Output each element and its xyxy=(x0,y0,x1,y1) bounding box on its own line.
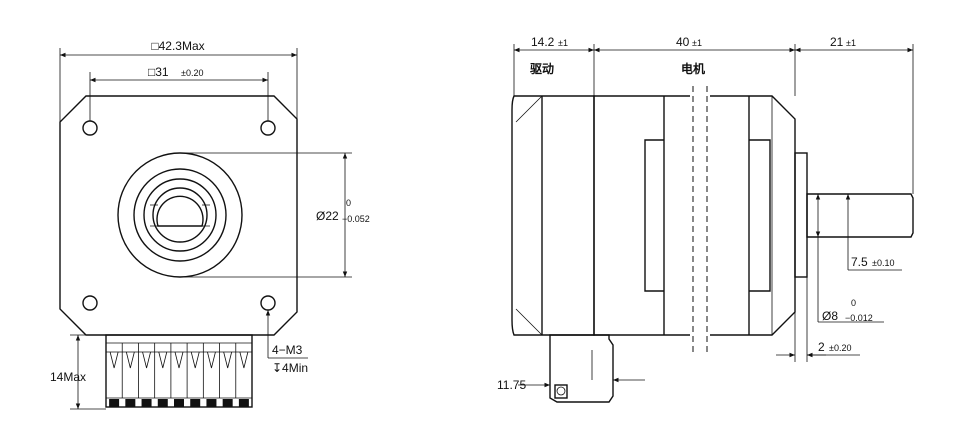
front-boss xyxy=(794,152,808,278)
dim-driver-length-tol: ±1 xyxy=(558,38,568,48)
connector-pin xyxy=(238,399,249,407)
connector-pin xyxy=(206,399,217,407)
dim-driver-length: 14.2 xyxy=(531,35,555,49)
connector-pin xyxy=(222,399,233,407)
driver-body xyxy=(511,95,595,336)
bearing-inner xyxy=(152,187,208,243)
mounting-hole-top-right xyxy=(260,120,276,136)
dim-boss-tol-lower: −0.052 xyxy=(342,214,370,224)
front-view: □42.3Max □31 ±0.20 Ø22 0 −0.052 4−M3 ↧4M… xyxy=(50,39,370,410)
dim-thread-depth: ↧4Min xyxy=(272,361,308,375)
dim-shaft-tol-lower: −0.012 xyxy=(845,313,873,323)
boss-inner xyxy=(133,168,227,262)
connector-pin-mark xyxy=(109,351,119,369)
dim-boss-height-tol: ±0.20 xyxy=(829,343,851,353)
dim-boss-tol-upper: 0 xyxy=(346,198,351,208)
mounting-hole-bottom-right xyxy=(260,295,276,311)
label-driver: 驱动 xyxy=(530,62,554,76)
dim-motor-length: 40 xyxy=(676,35,690,49)
connector-pin-mark xyxy=(125,351,135,369)
connector xyxy=(105,334,253,408)
dim-shaft-length-tol: ±1 xyxy=(846,38,856,48)
mounting-hole-top-left xyxy=(82,120,98,136)
connector-pin-mark xyxy=(142,351,151,369)
label-motor: 电机 xyxy=(681,61,705,76)
boss-outer xyxy=(117,152,243,278)
connector-pin xyxy=(141,399,152,407)
bearing-ring xyxy=(143,178,217,252)
dim-hole-spacing: □31 xyxy=(148,65,169,79)
dim-shaft-diameter: Ø8 xyxy=(822,309,838,323)
shaft-end xyxy=(156,195,204,227)
output-shaft xyxy=(806,193,914,238)
dim-boss-height: 2 xyxy=(818,340,825,354)
side-connector xyxy=(549,334,614,403)
dim-shaft-tol-upper: 0 xyxy=(851,298,856,308)
dim-shaft-flat-tol: ±0.10 xyxy=(872,258,894,268)
connector-pin xyxy=(174,399,184,407)
dim-hole-spacing-tol: ±0.20 xyxy=(181,68,203,78)
side-view: 14.2 ±1 驱动 40 ±1 电机 21 ±1 7.5 ±0.10 Ø8 0… xyxy=(497,35,914,403)
dim-shaft-flat: 7.5 xyxy=(851,255,868,269)
connector-pin xyxy=(125,399,136,407)
connector-pin-mark xyxy=(174,351,184,369)
dim-connector-height: 14Max xyxy=(50,370,86,384)
mounting-hole-bottom-left xyxy=(82,295,98,311)
dim-thread-spec: 4−M3 xyxy=(272,343,303,357)
connector-pin-mark xyxy=(223,351,233,369)
connector-pin xyxy=(157,399,168,407)
connector-pin-mark xyxy=(190,351,200,369)
shaft-flat-lines xyxy=(150,204,210,227)
dim-motor-length-tol: ±1 xyxy=(692,38,702,48)
connector-pin-mark xyxy=(158,351,168,369)
connector-pin-mark xyxy=(239,351,249,369)
connector-pin-mark xyxy=(207,351,216,369)
dim-shaft-length: 21 xyxy=(830,35,844,49)
connector-pin xyxy=(109,399,120,407)
dim-boss-diameter: Ø22 xyxy=(316,209,339,223)
dim-outer-square: □42.3Max xyxy=(151,39,204,53)
motor-face-outline xyxy=(59,95,298,336)
connector-pin xyxy=(190,399,201,407)
dim-connector-offset: 11.75 xyxy=(497,378,526,392)
